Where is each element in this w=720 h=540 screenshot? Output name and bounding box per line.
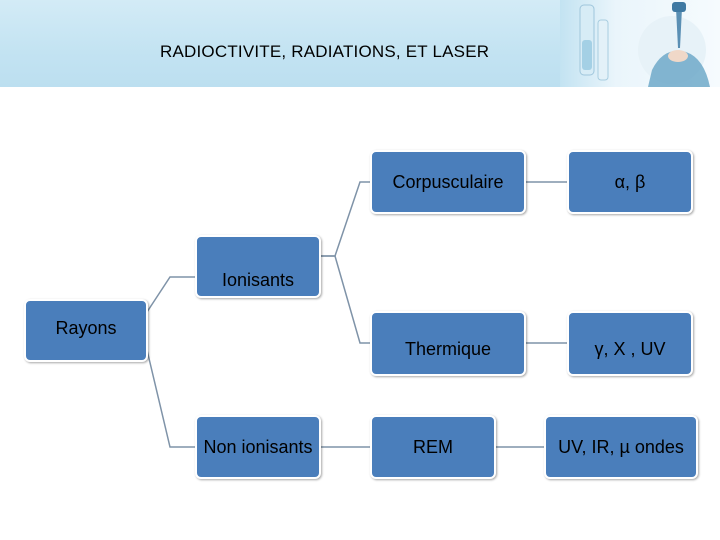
node-rem: REM xyxy=(370,415,496,479)
node-gamma-x-uv: γ, X , UV xyxy=(567,311,693,376)
node-rayons: Rayons xyxy=(24,299,148,362)
page-title: RADIOCTIVITE, RADIATIONS, ET LASER xyxy=(160,42,490,61)
node-corpusculaire: Corpusculaire xyxy=(370,150,526,214)
node-thermique: Thermique xyxy=(370,311,526,376)
node-corpusculaire-label: Corpusculaire xyxy=(392,172,504,192)
node-alpha-beta: α, β xyxy=(567,150,693,214)
node-uv-ir-micro-ondes-label: UV, IR, µ ondes xyxy=(558,437,684,457)
connector-ionisants-thermique xyxy=(320,255,371,344)
node-ionisants-label: Ionisants xyxy=(221,270,295,290)
connector-rayons-ionisants xyxy=(146,276,195,313)
node-rayons-label: Rayons xyxy=(55,318,117,338)
node-rem-label: REM xyxy=(413,437,453,457)
node-non-ionisants: Non ionisants xyxy=(195,415,321,479)
laboratory-photo xyxy=(560,0,720,87)
laboratory-illustration-icon xyxy=(560,0,720,87)
node-gamma-x-uv-label: γ, X , UV xyxy=(594,338,666,359)
node-uv-ir-micro-ondes: UV, IR, µ ondes xyxy=(544,415,698,479)
node-ionisants: Ionisants xyxy=(195,235,321,298)
node-alpha-beta-label: α, β xyxy=(614,172,646,192)
header-banner: RADIOCTIVITE, RADIATIONS, ET LASER xyxy=(0,0,720,87)
node-thermique-label: Thermique xyxy=(404,338,492,359)
connector-ionisants-corpusculaire xyxy=(320,181,371,257)
connector-rayons-non-ionisants xyxy=(146,349,195,448)
node-non-ionisants-label: Non ionisants xyxy=(203,437,313,457)
